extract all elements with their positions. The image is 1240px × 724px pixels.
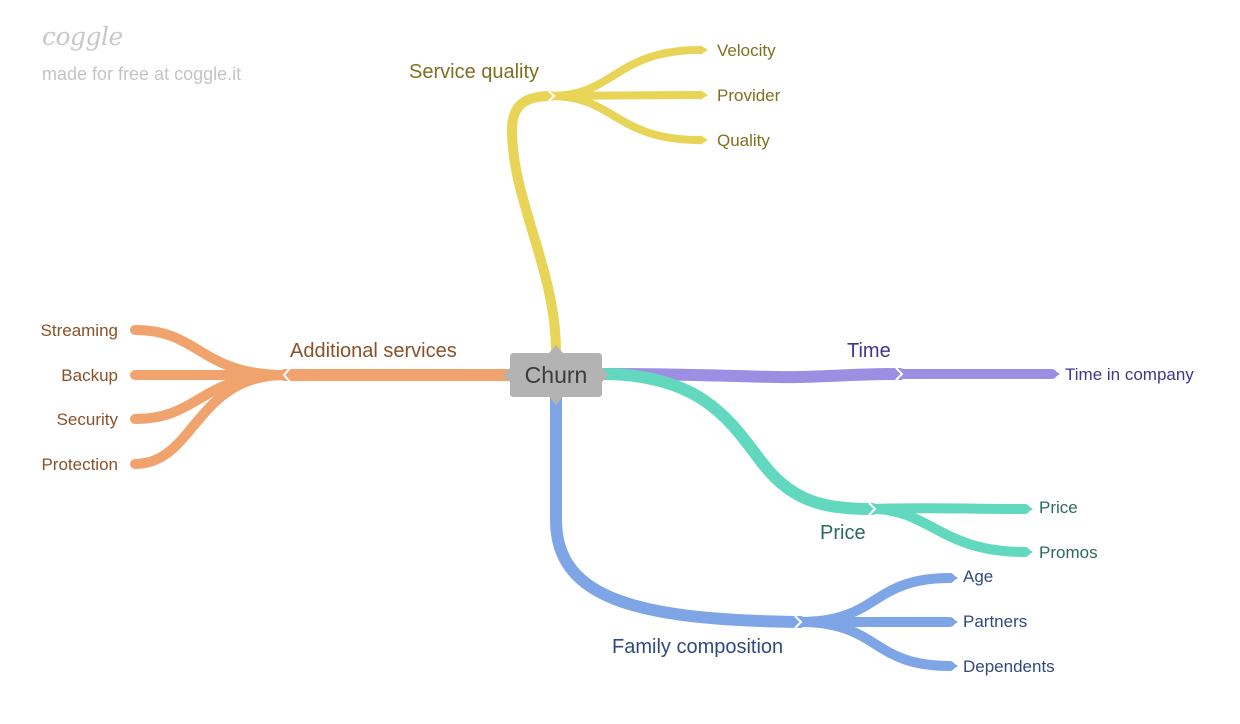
leaf-quality[interactable]: Quality — [717, 131, 770, 150]
leaf-dependents[interactable]: Dependents — [963, 657, 1055, 676]
arrow-tip-icon — [1025, 504, 1033, 514]
arrow-tip-icon — [1025, 547, 1033, 557]
service-quality-links — [506, 46, 704, 357]
family-composition-link-age[interactable] — [795, 573, 955, 627]
family-composition-trunk[interactable] — [550, 391, 806, 628]
branch-label-additional-services[interactable]: Additional services — [290, 340, 457, 362]
chevron-icon — [794, 615, 803, 629]
arrow-tip-icon — [1052, 369, 1060, 379]
branch-label-service-quality[interactable]: Service quality — [409, 61, 540, 83]
additional-services-link-streaming[interactable] — [130, 325, 290, 380]
arrow-tip-icon — [700, 135, 708, 145]
time-trunk[interactable] — [596, 368, 906, 384]
leaf-partners[interactable]: Partners — [963, 612, 1028, 631]
leaf-provider[interactable]: Provider — [717, 86, 781, 105]
arrow-tip-icon — [950, 617, 958, 627]
branch-label-family-composition[interactable]: Family composition — [612, 636, 784, 658]
branch-label-time[interactable]: Time — [847, 340, 891, 362]
coggle-logo: coggle — [42, 22, 123, 51]
chevron-icon — [282, 367, 291, 383]
family-composition-link-dependents[interactable] — [795, 617, 955, 671]
leaf-age[interactable]: Age — [963, 567, 994, 586]
root-label: Churn — [524, 361, 588, 388]
arrow-tip-icon — [950, 661, 958, 671]
watermark-text: made for free at coggle.it — [42, 64, 242, 84]
arrow-tip-icon — [700, 90, 708, 100]
arrow-tip-icon — [700, 45, 708, 55]
leaf-protection[interactable]: Protection — [41, 455, 118, 474]
time-links — [596, 368, 1057, 384]
price-trunk[interactable] — [596, 368, 878, 515]
family-composition-links — [550, 391, 955, 671]
service-quality-trunk[interactable] — [506, 91, 561, 357]
additional-services-links — [130, 325, 516, 469]
leaf-backup[interactable]: Backup — [61, 366, 118, 385]
leaf-tips — [700, 45, 1060, 671]
leaf-security[interactable]: Security — [56, 410, 118, 429]
service-quality-link-quality[interactable] — [547, 92, 704, 144]
leaf-promos[interactable]: Promos — [1039, 543, 1098, 562]
price-links — [596, 368, 1030, 557]
leaf-price[interactable]: Price — [1039, 498, 1078, 517]
leaf-velocity[interactable]: Velocity — [717, 41, 776, 60]
chevron-icon — [547, 89, 556, 103]
joint-chevrons — [282, 89, 904, 629]
service-quality-link-velocity[interactable] — [547, 46, 704, 100]
price-link-promos[interactable] — [867, 504, 1030, 557]
arrow-tip-icon — [950, 573, 958, 583]
additional-services-link-protection[interactable] — [130, 370, 290, 469]
branch-label-price[interactable]: Price — [820, 522, 866, 544]
chevron-icon — [895, 367, 904, 381]
chevron-icon — [868, 502, 877, 516]
leaf-time-in-company[interactable]: Time in company — [1065, 365, 1194, 384]
root-node[interactable]: Churn — [510, 353, 602, 397]
leaf-streaming[interactable]: Streaming — [40, 321, 118, 340]
